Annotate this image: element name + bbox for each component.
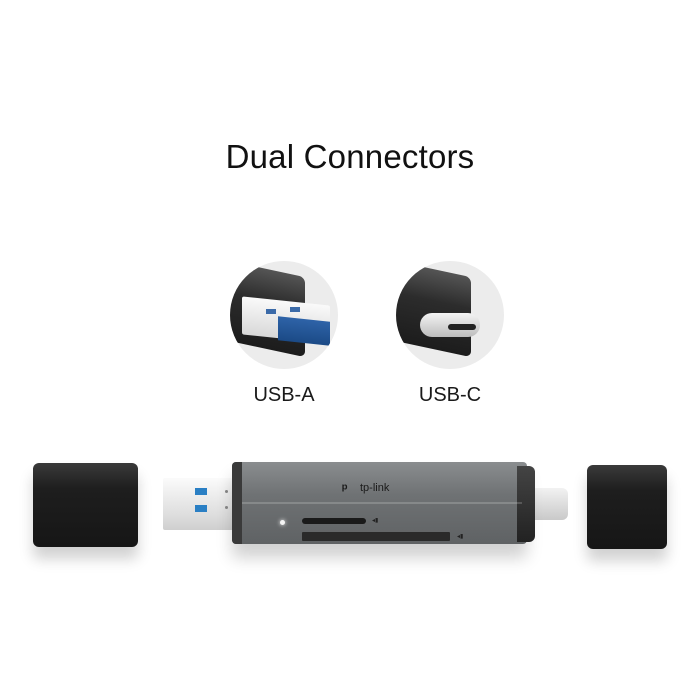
usb-a-plug [163, 478, 238, 530]
reader-endcap-left [232, 462, 242, 544]
reader-endcap-right [517, 466, 535, 542]
sd-slot-icon: ◂▮ [457, 534, 464, 540]
usb-c-plug [530, 488, 568, 520]
plug-dot [225, 506, 228, 509]
usb-a-pin-hole [195, 488, 207, 495]
usb-a-cap [33, 463, 138, 547]
usb-a-pin-hole [290, 307, 300, 312]
tp-link-logo-icon: ᵖ [342, 480, 348, 496]
page-title: Dual Connectors [225, 138, 475, 175]
reader-ridge [242, 502, 522, 504]
usb-a-label: USB-A [253, 384, 315, 406]
plug-dot [225, 490, 228, 493]
sd-slot [302, 532, 450, 541]
usb-c-closeup [396, 261, 504, 369]
usb-c-slot [448, 324, 476, 330]
usb-a-closeup [230, 261, 338, 369]
brand-logo: ᵖ tp-link [342, 480, 389, 496]
card-reader-body: ᵖ tp-link ◂▮ ◂▮ [232, 462, 535, 544]
brand-name: tp-link [360, 482, 390, 494]
status-led [280, 520, 285, 525]
usb-c-cap [587, 465, 667, 549]
microsd-slot [302, 518, 366, 524]
connector-housing [396, 261, 471, 358]
usb-a-pin-hole [195, 505, 207, 512]
usb-a-pin-hole [266, 309, 276, 314]
microsd-slot-icon: ◂▮ [372, 518, 379, 524]
usb-c-label: USB-C [418, 384, 482, 406]
